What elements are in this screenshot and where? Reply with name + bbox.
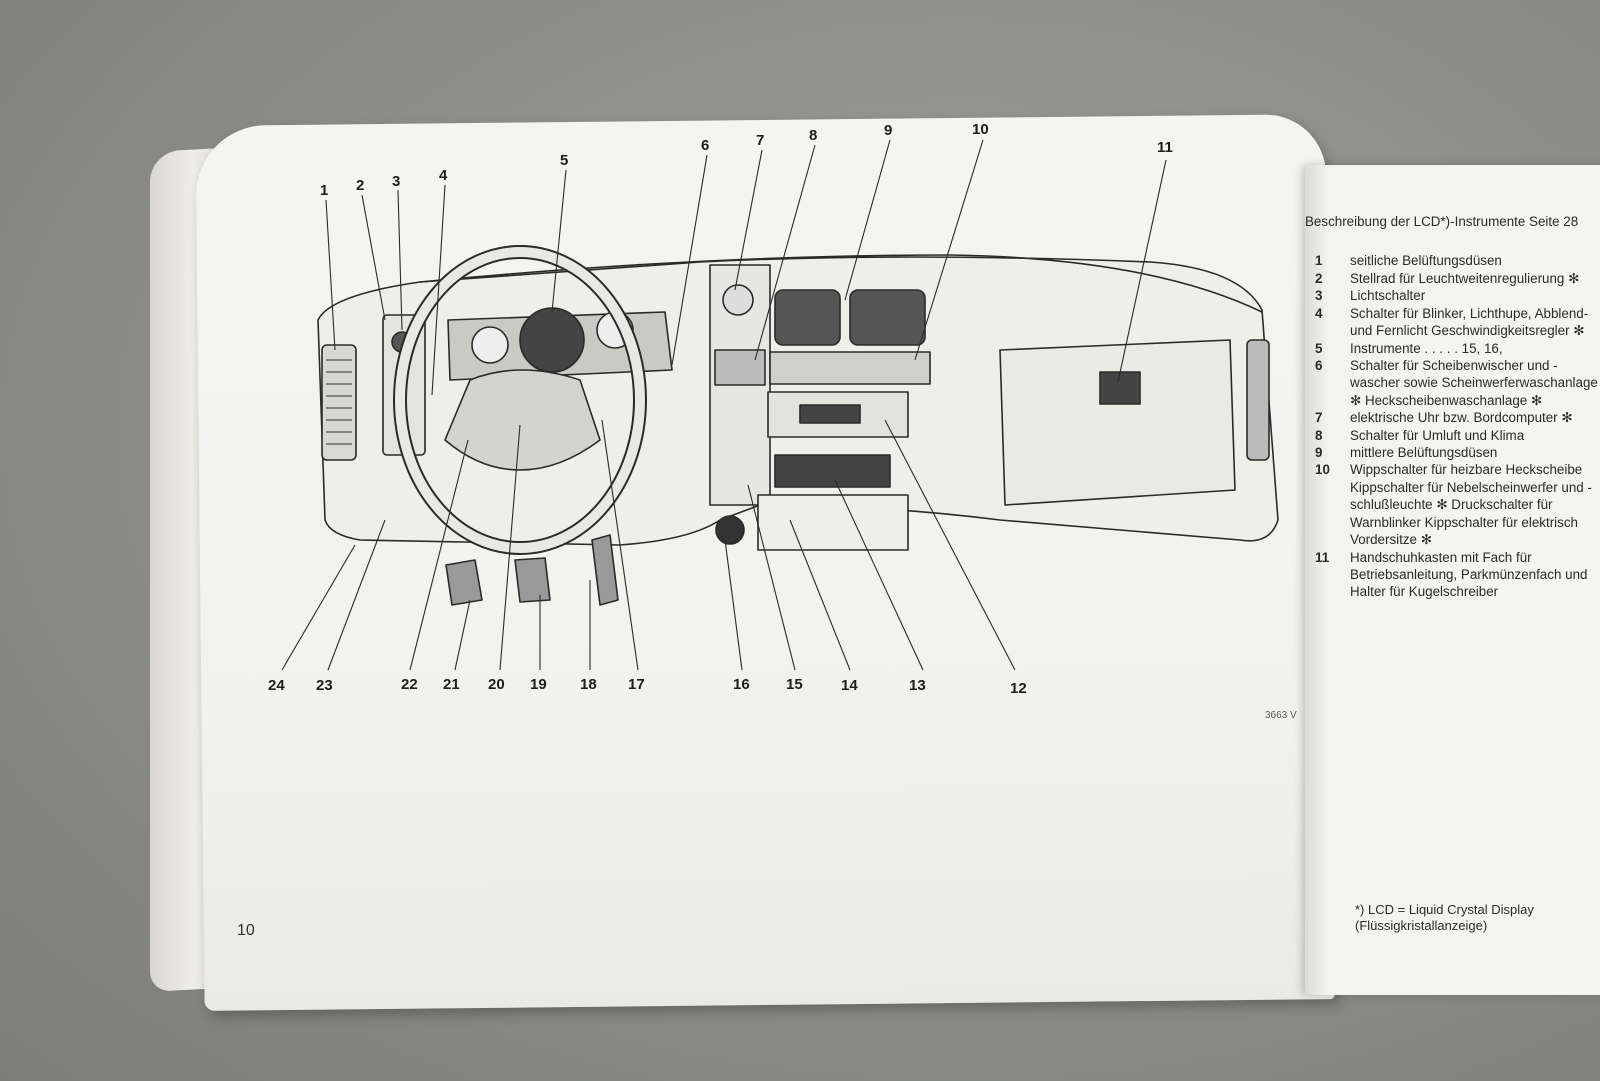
callout-20: 20 [488,676,505,693]
callout-15: 15 [786,676,803,693]
callout-19: 19 [530,676,547,693]
callout-14: 14 [841,677,858,694]
callout-16: 16 [733,676,750,693]
callout-8: 8 [809,127,818,144]
legend-list: Beschreibung der LCD*)-Instrumente Seite… [1305,213,1600,601]
callout-21: 21 [443,676,460,693]
callout-2: 2 [356,177,365,194]
callout-5: 5 [560,152,569,169]
callout-18: 18 [580,676,597,693]
callout-3: 3 [392,173,401,190]
callout-11: 11 [1157,139,1173,156]
callout-13: 13 [909,677,926,694]
callout-24: 24 [268,677,285,694]
footnote: *) LCD = Liquid Crystal Display (Flüssig… [1355,902,1534,934]
callout-6: 6 [701,137,710,154]
callout-10: 10 [972,121,989,138]
callout-4: 4 [439,167,448,184]
callout-12: 12 [1010,680,1027,697]
callout-7: 7 [756,132,765,149]
callout-17: 17 [628,676,645,693]
legend-lead: Beschreibung der LCD*)-Instrumente Seite… [1305,214,1579,229]
callout-9: 9 [884,122,893,139]
callout-22: 22 [401,676,418,693]
callout-1: 1 [320,182,329,199]
right-page [1305,165,1600,995]
page-number: 10 [237,922,255,939]
callout-23: 23 [316,677,333,694]
figure-code: 3663 V [1265,710,1297,721]
